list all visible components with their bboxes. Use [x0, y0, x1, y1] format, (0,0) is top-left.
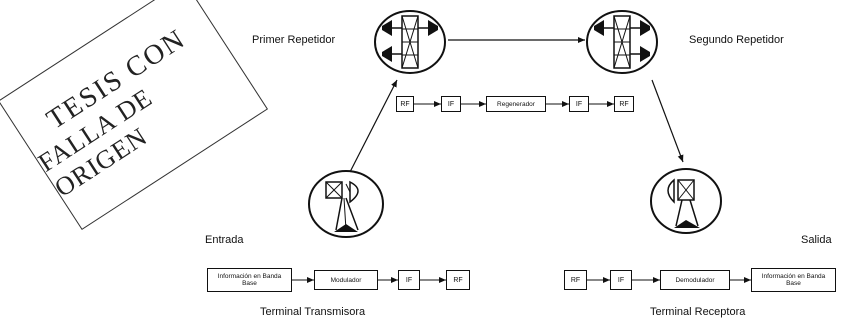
- tx-if-box: IF: [398, 270, 420, 290]
- rx-informacion-banda-base-box: Información en Banda Base: [751, 268, 836, 292]
- repeater-tower-icon: [586, 10, 658, 74]
- receiver-tower-icon: [650, 168, 722, 234]
- repeater-if-out-box: IF: [569, 96, 589, 112]
- tx-informacion-banda-base-box: Información en Banda Base: [207, 268, 292, 292]
- rx-if-box: IF: [610, 270, 632, 290]
- label-terminal-transmisora: Terminal Transmisora: [260, 306, 366, 318]
- transmitter-tower-icon: [308, 170, 384, 238]
- label-segundo-repetidor: Segundo Repetidor: [689, 34, 784, 46]
- repeater-rf-in-box: RF: [396, 96, 414, 112]
- label-primer-repetidor: Primer Repetidor: [252, 34, 336, 46]
- repeater-if-in-box: IF: [441, 96, 461, 112]
- repeater-rf-out-box: RF: [614, 96, 634, 112]
- repeater-tower-icon: [374, 10, 446, 74]
- label-terminal-receptora: Terminal Receptora: [650, 306, 746, 318]
- rx-demodulador-box: Demodulador: [660, 270, 730, 290]
- arrow-transmitter-to-first-repeater: [349, 79, 398, 173]
- label-entrada: Entrada: [205, 234, 244, 246]
- tx-modulador-box: Modulador: [314, 270, 378, 290]
- repeater-regenerador-box: Regenerador: [486, 96, 546, 112]
- label-salida: Salida: [801, 234, 832, 246]
- arrow-second-repeater-to-receiver: [651, 79, 684, 163]
- tx-rf-box: RF: [446, 270, 470, 290]
- rx-rf-box: RF: [564, 270, 587, 290]
